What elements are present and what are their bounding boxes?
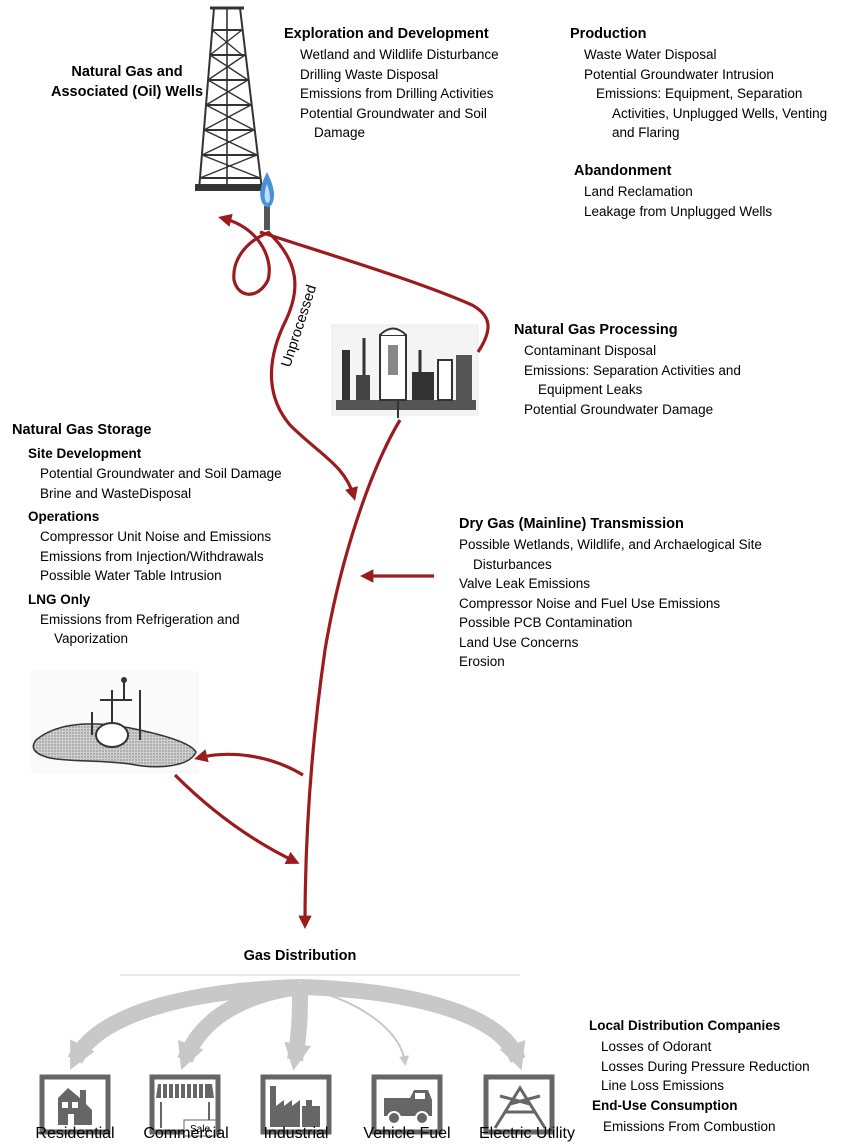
abandonment-block: Abandonment Land Reclamation Leakage fro… bbox=[574, 161, 834, 221]
flare-icon bbox=[260, 172, 275, 230]
list-item: Losses of Odorant bbox=[601, 1039, 712, 1054]
transmission-block: Dry Gas (Mainline) Transmission Possible… bbox=[459, 514, 819, 672]
storage-section-title: Operations bbox=[28, 509, 100, 524]
sale-sign: Sale bbox=[190, 1124, 210, 1135]
enduse-title: End-Use Consumption bbox=[592, 1097, 738, 1113]
list-item: Waste Water Disposal bbox=[584, 47, 717, 62]
list-item: Emissions: Equipment, Separation Activit… bbox=[596, 86, 828, 140]
list-item: Drilling Waste Disposal bbox=[300, 66, 439, 82]
arrow-to-storage bbox=[194, 749, 304, 777]
processing-list: Contaminant Disposal Emissions: Separati… bbox=[508, 341, 814, 419]
list-item: Emissions From Combustion bbox=[603, 1118, 776, 1134]
list-item: Potential Groundwater and Soil Damage bbox=[40, 466, 282, 481]
processing-plant-icon bbox=[331, 324, 479, 418]
enduse-list: Emissions From Combustion bbox=[587, 1117, 844, 1137]
exploration-title: Exploration and Development bbox=[284, 26, 489, 42]
wells-title-line1: Natural Gas and bbox=[71, 64, 183, 80]
wells-title-line2: Associated (Oil) Wells bbox=[50, 84, 204, 100]
storage-title: Natural Gas Storage bbox=[12, 422, 152, 438]
list-item: Brine and WasteDisposal bbox=[40, 485, 192, 501]
list-item: Emissions from Refrigeration and Vaporiz… bbox=[40, 611, 240, 647]
abandonment-list: Land Reclamation Leakage from Unplugged … bbox=[570, 182, 834, 221]
wells-title: Natural Gas and Associated (Oil) Wells bbox=[32, 62, 222, 102]
end-user-label-electric-utility: Electric Utility bbox=[478, 1125, 575, 1142]
commercial-icon: Sale bbox=[149, 1074, 221, 1137]
list-item: Contaminant Disposal bbox=[524, 343, 657, 358]
arrow-to-processing bbox=[259, 230, 490, 353]
production-list: Waste Water Disposal Potential Groundwat… bbox=[570, 45, 844, 143]
electric-utility-icon bbox=[483, 1074, 555, 1135]
arrow-unprocessed bbox=[266, 230, 358, 501]
arrow-wellsite-recycle bbox=[218, 213, 271, 296]
arrow-processing-to-mainline bbox=[298, 419, 402, 930]
production-block: Production Waste Water Disposal Potentia… bbox=[570, 24, 844, 143]
storage-site-development: Site Development Potential Groundwater a… bbox=[28, 444, 332, 649]
list-item: Land Use Concerns bbox=[459, 634, 579, 650]
abandonment-title: Abandonment bbox=[574, 163, 672, 179]
list-item: Possible PCB Contamination bbox=[459, 615, 633, 630]
ldc-list: Losses of Odorant Losses During Pressure… bbox=[585, 1037, 844, 1096]
production-title: Production bbox=[570, 26, 647, 42]
ldc-block: Local Distribution Companies Losses of O… bbox=[589, 1016, 844, 1136]
exploration-block: Exploration and Development Wetland and … bbox=[284, 24, 554, 143]
storage-section-title: Site Development bbox=[28, 446, 142, 461]
exploration-list: Wetland and Wildlife Disturbance Drillin… bbox=[284, 45, 554, 143]
list-item: Emissions: Separation Activities and Equ… bbox=[524, 362, 741, 398]
list-item: Compressor Noise and Fuel Use Emissions bbox=[459, 595, 721, 611]
end-user-label-industrial: Industrial bbox=[263, 1125, 329, 1142]
list-item: Potential Groundwater Damage bbox=[524, 401, 714, 417]
vehicle-fuel-icon bbox=[371, 1074, 443, 1135]
processing-title: Natural Gas Processing bbox=[514, 322, 678, 338]
industrial-icon bbox=[260, 1074, 332, 1135]
arrow-from-storage bbox=[173, 773, 300, 865]
list-item: Possible Water Table Intrusion bbox=[40, 568, 222, 583]
storage-section-list: Compressor Unit Noise and Emissions Emis… bbox=[24, 527, 332, 586]
transmission-title: Dry Gas (Mainline) Transmission bbox=[459, 516, 684, 532]
residential-icon bbox=[39, 1074, 111, 1135]
list-item: Emissions from Injection/Withdrawals bbox=[40, 548, 264, 564]
derrick-icon bbox=[195, 6, 267, 191]
transmission-list: Possible Wetlands, Wildlife, and Archael… bbox=[443, 535, 819, 672]
distribution-fan bbox=[67, 974, 526, 1071]
list-item: Losses During Pressure Reduction bbox=[601, 1058, 810, 1074]
list-item: Possible Wetlands, Wildlife, and Archael… bbox=[459, 537, 762, 572]
storage-block: Natural Gas Storage Site Development Pot… bbox=[12, 420, 332, 649]
storage-section-list: Potential Groundwater and Soil Damage Br… bbox=[24, 464, 332, 503]
list-item: Wetland and Wildlife Disturbance bbox=[300, 47, 499, 62]
storage-facility-icon bbox=[31, 671, 199, 773]
storage-section-title: LNG Only bbox=[28, 591, 91, 607]
list-item: Compressor Unit Noise and Emissions bbox=[40, 529, 272, 544]
list-item: Potential Groundwater and Soil Damage bbox=[300, 105, 487, 141]
list-item: Erosion bbox=[459, 654, 505, 669]
storage-section-list: Emissions from Refrigeration and Vaporiz… bbox=[24, 610, 332, 649]
distribution-title: Gas Distribution bbox=[243, 948, 357, 964]
flow-arrows bbox=[173, 213, 490, 930]
list-item: Line Loss Emissions bbox=[601, 1078, 725, 1093]
processing-block: Natural Gas Processing Contaminant Dispo… bbox=[514, 320, 814, 419]
list-item: Leakage from Unplugged Wells bbox=[584, 203, 773, 219]
end-user-label-residential: Residential bbox=[35, 1125, 115, 1142]
list-item: Emissions from Drilling Activities bbox=[300, 86, 494, 101]
end-user-label-vehicle-fuel: Vehicle Fuel bbox=[363, 1125, 451, 1142]
list-item: Potential Groundwater Intrusion bbox=[584, 66, 774, 82]
list-item: Valve Leak Emissions bbox=[459, 576, 591, 591]
list-item: Land Reclamation bbox=[584, 184, 693, 199]
ldc-title: Local Distribution Companies bbox=[589, 1018, 781, 1033]
end-user-label-commercial: Commercial bbox=[143, 1125, 229, 1142]
